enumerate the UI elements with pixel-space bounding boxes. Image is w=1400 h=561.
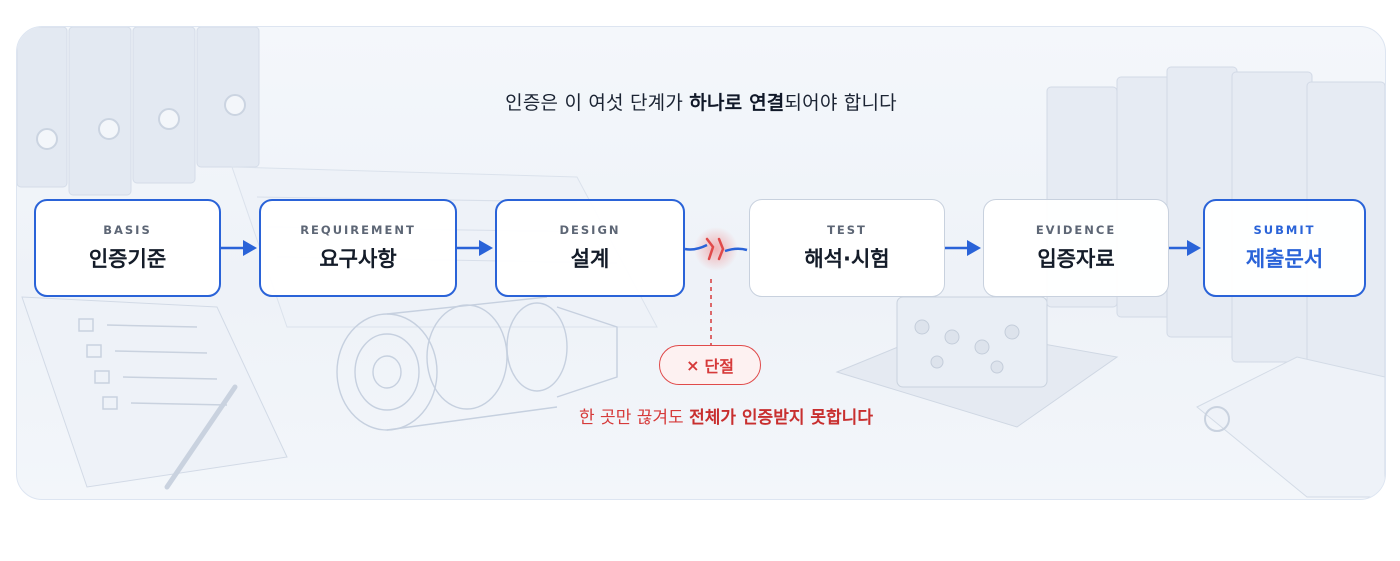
arrow-icon [1169, 240, 1201, 256]
step-label-en: SUBMIT [1253, 223, 1316, 237]
close-icon: × [686, 355, 700, 375]
disconnect-badge: × 단절 [659, 345, 761, 385]
step-label-en: EVIDENCE [1035, 223, 1117, 237]
step-label-en: TEST [827, 223, 867, 237]
step-requirement: REQUIREMENT 요구사항 [259, 199, 457, 297]
step-label-ko: 인증기준 [88, 247, 167, 271]
arrow-icon [457, 240, 493, 256]
disconnect-label: 단절 [704, 357, 734, 376]
headline: 인증은 이 여섯 단계가 하나로 연결되어야 합니다 [505, 92, 897, 114]
step-design: DESIGN 설계 [495, 199, 685, 297]
step-label-en: BASIS [103, 223, 152, 237]
step-label-ko: 제출문서 [1245, 247, 1324, 271]
step-test: TEST 해석·시험 [749, 199, 945, 297]
step-label-en: REQUIREMENT [300, 223, 416, 237]
step-label-ko: 해석·시험 [804, 247, 890, 271]
step-label-ko: 입증자료 [1037, 247, 1115, 271]
step-label-ko: 요구사항 [319, 247, 397, 271]
step-label-ko: 설계 [570, 247, 610, 271]
diagram-panel: 인증은 이 여섯 단계가 하나로 연결되어야 합니다 BASIS 인증기준 RE… [16, 26, 1386, 500]
warning-message: 한 곳만 끊겨도 전체가 인증받지 못합니다 [579, 408, 873, 428]
arrow-icon [945, 240, 981, 256]
step-evidence: EVIDENCE 입증자료 [983, 199, 1169, 297]
step-label-en: DESIGN [559, 223, 621, 237]
arrow-icon [221, 240, 257, 256]
broken-link-icon [684, 227, 748, 345]
step-submit: SUBMIT 제출문서 [1203, 199, 1366, 297]
step-basis: BASIS 인증기준 [34, 199, 221, 297]
